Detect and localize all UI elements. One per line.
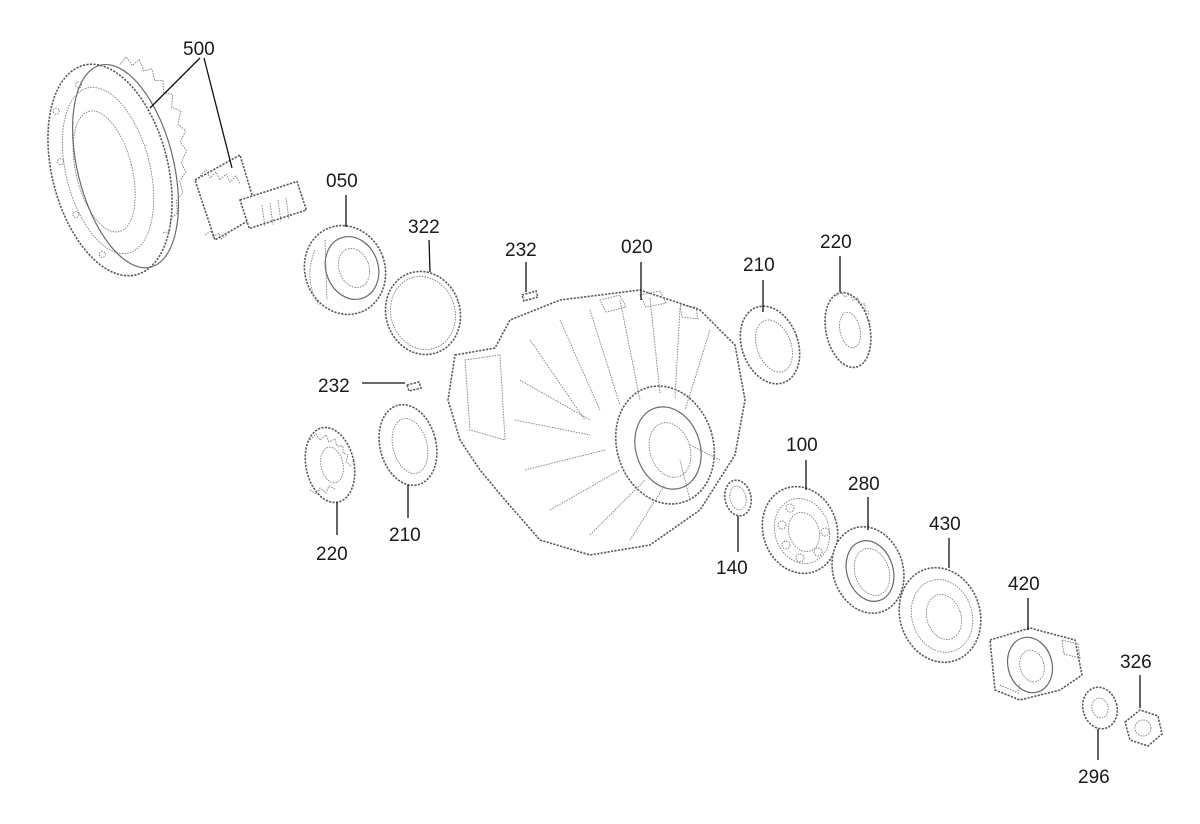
- part-050-bearing[interactable]: [292, 214, 398, 326]
- label-232-lower: 232: [318, 376, 350, 397]
- label-020: 020: [621, 237, 653, 258]
- leader-500-b: [203, 57, 233, 169]
- label-430: 430: [929, 514, 961, 535]
- label-326: 326: [1120, 652, 1152, 673]
- label-420: 420: [1008, 574, 1040, 595]
- part-labels: 500 050 322 232 020 210 220 232 220 210 …: [183, 39, 1152, 788]
- part-500-crown-wheel[interactable]: [28, 45, 217, 289]
- label-232-upper: 232: [505, 240, 537, 261]
- part-220-gear-upper[interactable]: [819, 288, 878, 371]
- label-500: 500: [183, 39, 215, 60]
- part-322-shim[interactable]: [375, 262, 471, 365]
- part-210-bearing-lower[interactable]: [371, 398, 445, 491]
- label-050: 050: [326, 171, 358, 192]
- part-210-bearing-upper[interactable]: [730, 298, 810, 392]
- part-232-pin-lower[interactable]: [405, 381, 423, 392]
- label-210-lower: 210: [389, 525, 421, 546]
- part-296-washer[interactable]: [1078, 683, 1122, 732]
- leader-322: [428, 239, 431, 273]
- leader-lines: [149, 57, 1141, 760]
- part-100-ball-bearing[interactable]: [751, 477, 849, 584]
- label-220-lower: 220: [316, 544, 348, 565]
- label-100: 100: [786, 435, 818, 456]
- label-296: 296: [1078, 767, 1110, 788]
- part-220-gear-lower[interactable]: [299, 423, 362, 507]
- part-140-snap-ring[interactable]: [722, 478, 755, 519]
- part-280-seal[interactable]: [821, 517, 915, 622]
- part-430-cover-ring[interactable]: [887, 557, 993, 673]
- leader-500-a: [149, 57, 201, 109]
- part-500-pinion[interactable]: [194, 153, 308, 242]
- part-420-flange[interactable]: [989, 627, 1083, 701]
- label-322: 322: [408, 217, 440, 238]
- part-326-nut[interactable]: [1124, 709, 1163, 747]
- label-140: 140: [716, 558, 748, 579]
- label-210-upper: 210: [743, 255, 775, 276]
- label-220-upper: 220: [820, 232, 852, 253]
- label-280: 280: [848, 474, 880, 495]
- part-232-pin-upper[interactable]: [520, 290, 540, 302]
- part-020-housing[interactable]: [447, 289, 746, 556]
